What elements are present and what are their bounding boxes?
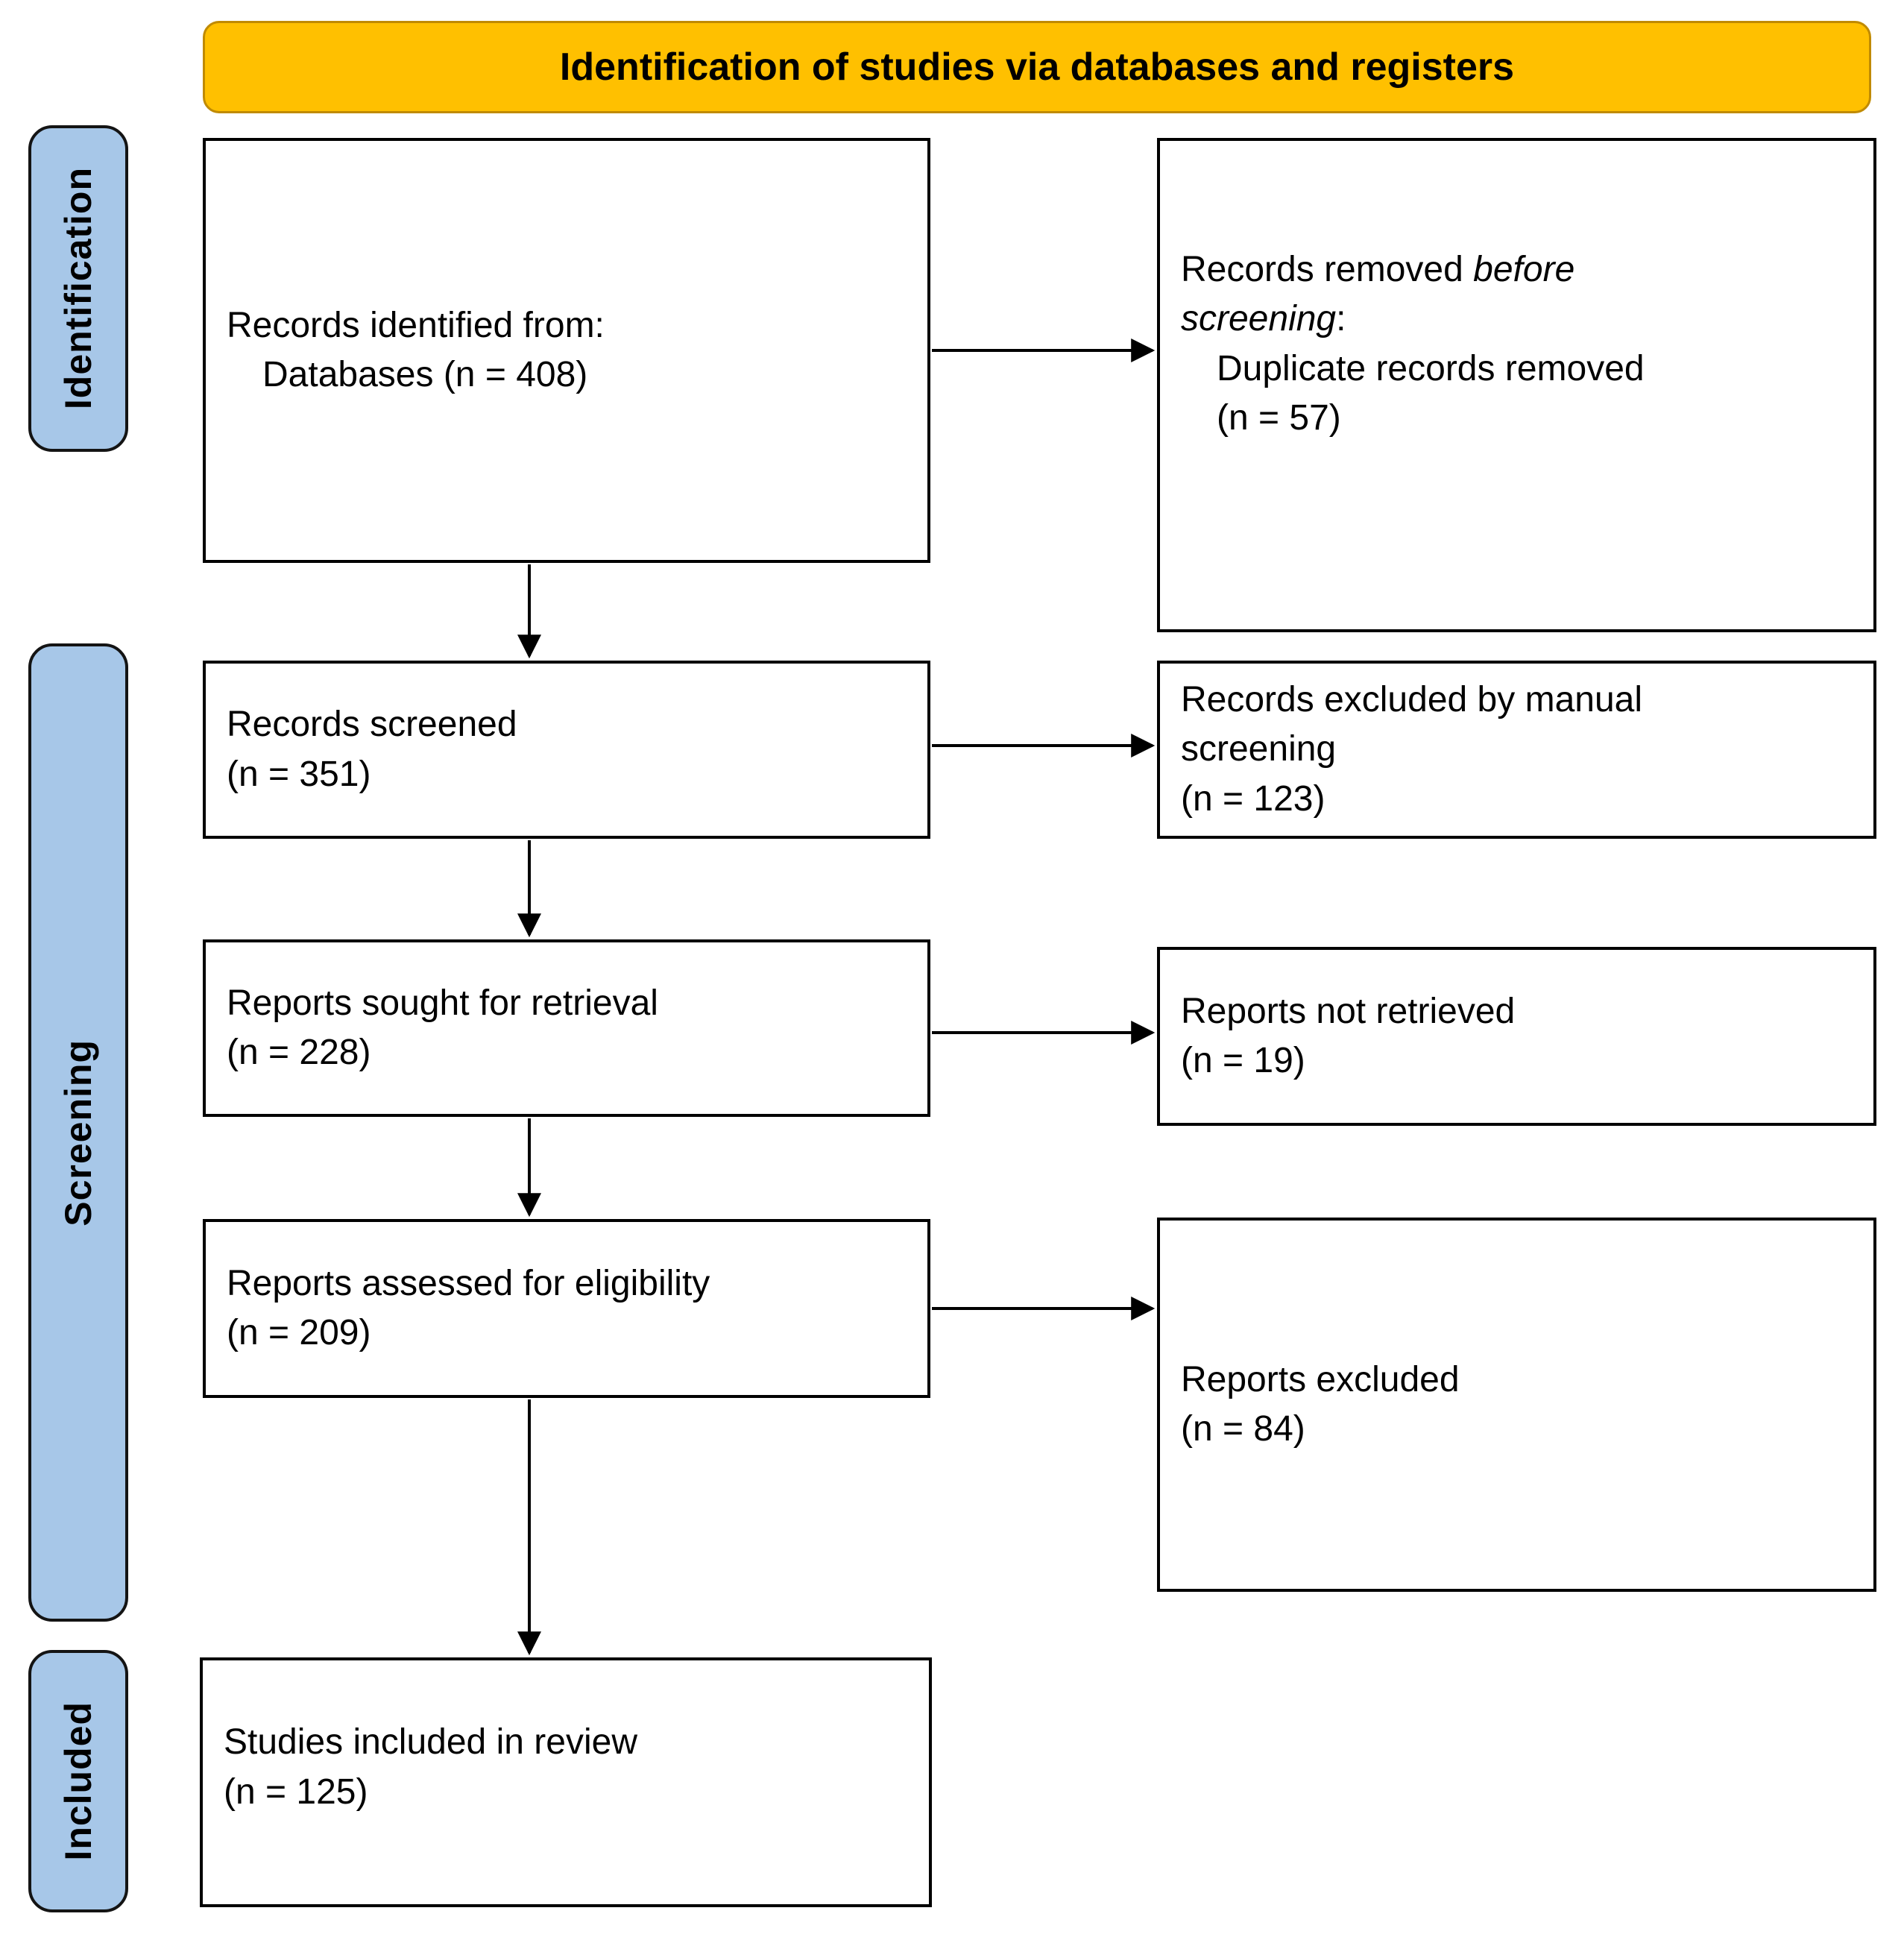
box-line: Records screened bbox=[227, 705, 517, 745]
box-line: (n = 209) bbox=[227, 1313, 371, 1352]
box-line: Records excluded by manual bbox=[1181, 680, 1643, 720]
box-line: screening bbox=[1181, 729, 1337, 769]
box-records-screened: Records screened (n = 351) bbox=[203, 661, 930, 839]
box-reports-sought-for-retrieval: Reports sought for retrieval (n = 228) bbox=[203, 939, 930, 1117]
box-line: (n = 19) bbox=[1181, 1041, 1305, 1080]
box-line: Records identified from: bbox=[227, 305, 605, 345]
box-line: Records removed before bbox=[1181, 250, 1575, 290]
box-line: Reports assessed for eligibility bbox=[227, 1263, 710, 1303]
box-line: (n = 123) bbox=[1181, 778, 1325, 819]
box-line: Studies included in review bbox=[224, 1722, 637, 1763]
box-line: screening: bbox=[1181, 299, 1346, 339]
box-line: Databases (n = 408) bbox=[262, 355, 588, 394]
box-studies-included-in-review: Studies included in review (n = 125) bbox=[200, 1657, 932, 1907]
box-line: (n = 228) bbox=[227, 1033, 371, 1072]
box-records-removed-before-screening: Records removed before screening: Duplic… bbox=[1157, 138, 1876, 632]
stage-bar-included: Included bbox=[28, 1650, 128, 1912]
box-reports-excluded: Reports excluded (n = 84) bbox=[1157, 1218, 1876, 1592]
banner-label: Identification of studies via databases … bbox=[559, 45, 1515, 89]
box-line: Reports not retrieved bbox=[1181, 991, 1516, 1031]
stage-label-identification: Identification bbox=[57, 167, 99, 410]
banner-identification-of-studies: Identification of studies via databases … bbox=[203, 21, 1871, 113]
box-line: (n = 57) bbox=[1217, 397, 1341, 438]
box-line: Duplicate records removed bbox=[1217, 348, 1645, 388]
box-records-excluded-by-manual-screening: Records excluded by manual screening (n … bbox=[1157, 661, 1876, 839]
stage-bar-screening: Screening bbox=[28, 643, 128, 1622]
box-line: Reports sought for retrieval bbox=[227, 983, 658, 1023]
box-reports-assessed-for-eligibility: Reports assessed for eligibility (n = 20… bbox=[203, 1219, 930, 1398]
stage-label-included: Included bbox=[57, 1701, 99, 1861]
box-reports-not-retrieved: Reports not retrieved (n = 19) bbox=[1157, 947, 1876, 1126]
stage-label-screening: Screening bbox=[57, 1039, 99, 1226]
box-records-identified: Records identified from: Databases (n = … bbox=[203, 138, 930, 563]
box-line: Reports excluded bbox=[1181, 1359, 1460, 1399]
stage-bar-identification: Identification bbox=[28, 125, 128, 452]
box-line: (n = 84) bbox=[1181, 1409, 1305, 1449]
box-line: (n = 351) bbox=[227, 754, 371, 794]
box-line: (n = 125) bbox=[224, 1771, 368, 1812]
